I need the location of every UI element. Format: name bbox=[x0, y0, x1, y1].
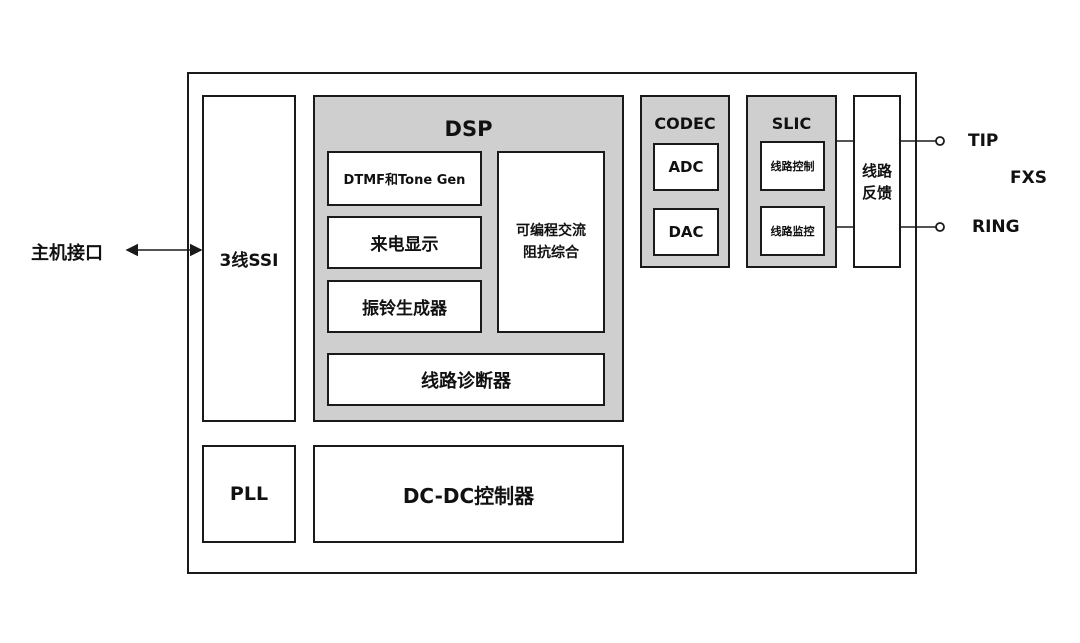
tip-terminal bbox=[935, 136, 945, 146]
adc-block: ADC bbox=[653, 143, 719, 191]
line-feedback-block: 线路反馈 bbox=[853, 95, 901, 268]
line-feedback-label: 线路反馈 bbox=[861, 161, 892, 202]
ring-label: RING bbox=[972, 217, 1020, 237]
impedance-synthesis-block: 可编程交流阻抗综合 bbox=[497, 151, 605, 333]
adc-label: ADC bbox=[668, 158, 704, 176]
dcdc-controller-block: DC-DC控制器 bbox=[313, 445, 624, 543]
dcdc-controller-label: DC-DC控制器 bbox=[402, 483, 535, 508]
tip-label: TIP bbox=[968, 131, 999, 151]
codec-title: CODEC bbox=[654, 114, 716, 133]
ring-generator-label: 振铃生成器 bbox=[362, 299, 447, 319]
ssi-label: 3线SSI bbox=[219, 251, 279, 271]
line-control-label: 线路控制 bbox=[770, 160, 815, 173]
impedance-synthesis-label: 可编程交流阻抗综合 bbox=[516, 223, 586, 261]
pll-block: PLL bbox=[202, 445, 296, 543]
caller-id-block: 来电显示 bbox=[327, 216, 482, 269]
line-diagnostic-block: 线路诊断器 bbox=[327, 353, 605, 406]
line-monitor-label: 线路监控 bbox=[770, 225, 815, 238]
ring-generator-block: 振铃生成器 bbox=[327, 280, 482, 333]
slic-title: SLIC bbox=[771, 114, 812, 133]
line-control-block: 线路控制 bbox=[760, 141, 825, 191]
host-interface-label: 主机接口 bbox=[31, 243, 103, 264]
caller-id-label: 来电显示 bbox=[370, 235, 439, 255]
pll-label: PLL bbox=[229, 483, 269, 505]
dtmf-tone-gen-block: DTMF和Tone Gen bbox=[327, 151, 482, 206]
ssi-block: 3线SSI bbox=[202, 95, 296, 422]
dsp-title: DSP bbox=[444, 117, 493, 141]
line-monitor-block: 线路监控 bbox=[760, 206, 825, 256]
dtmf-label: DTMF和Tone Gen bbox=[343, 173, 466, 188]
dac-label: DAC bbox=[668, 223, 704, 241]
ring-terminal bbox=[935, 222, 945, 232]
dac-block: DAC bbox=[653, 208, 719, 256]
line-diagnostic-label: 线路诊断器 bbox=[421, 370, 511, 392]
fxs-label: FXS bbox=[1010, 168, 1047, 188]
